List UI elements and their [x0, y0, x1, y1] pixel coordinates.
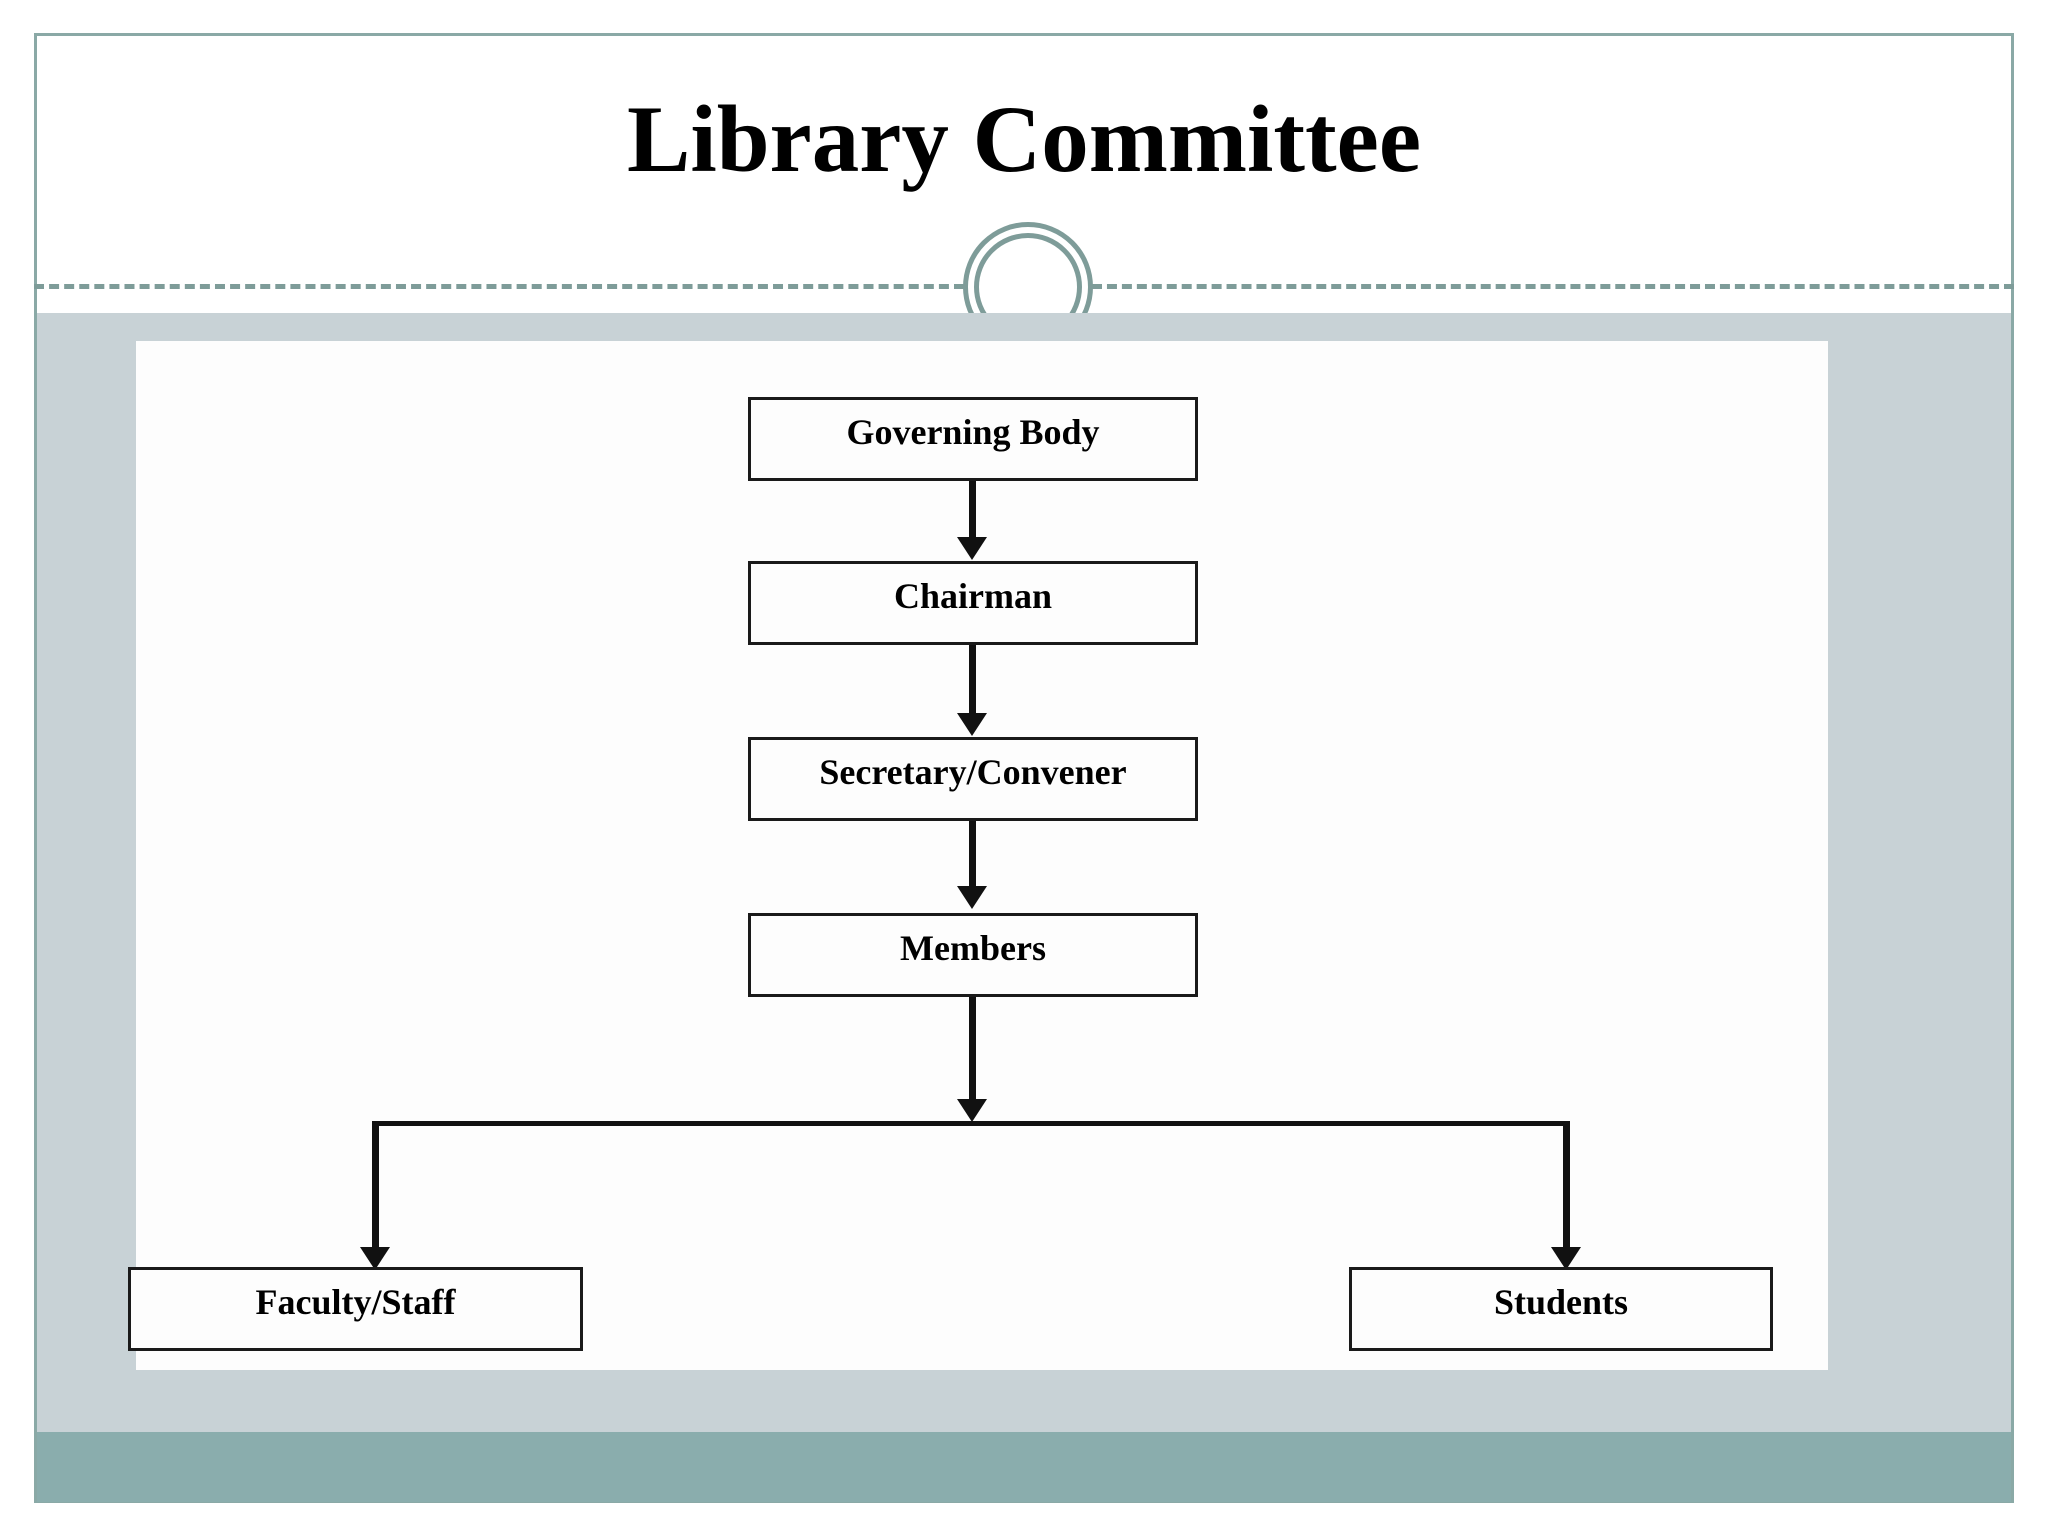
- arrow-head-to-secretary: [957, 713, 987, 736]
- arrow-head-to-chairman: [957, 537, 987, 560]
- flow-node-secretary-convener[interactable]: Secretary/Convener: [748, 737, 1198, 821]
- edge-split-to-faculty-staff: [372, 1121, 379, 1254]
- flow-node-governing-body[interactable]: Governing Body: [748, 397, 1198, 481]
- arrow-head-to-students: [1551, 1247, 1581, 1270]
- edge-chairman-to-secretary: [969, 645, 976, 718]
- edge-members-to-split: [969, 997, 976, 1109]
- dashed-divider-right: [1092, 284, 2014, 289]
- org-flowchart: Governing Body Chairman Secretary/Conven…: [128, 341, 1828, 1370]
- dashed-divider-left: [34, 284, 964, 289]
- edge-split-to-students: [1563, 1121, 1570, 1254]
- diagram-panel: Governing Body Chairman Secretary/Conven…: [128, 341, 1828, 1370]
- arrow-head-to-members: [957, 886, 987, 909]
- arrow-head-to-split-bar: [957, 1099, 987, 1122]
- flow-node-members[interactable]: Members: [748, 913, 1198, 997]
- arrow-head-to-faculty-staff: [360, 1247, 390, 1270]
- split-bar: [372, 1121, 1569, 1126]
- edge-secretary-to-members: [969, 821, 976, 891]
- page-title: Library Committee: [626, 86, 1422, 192]
- flow-node-faculty-staff[interactable]: Faculty/Staff: [128, 1267, 583, 1351]
- edge-governing-body-to-chairman: [969, 481, 976, 541]
- flow-node-chairman[interactable]: Chairman: [748, 561, 1198, 645]
- footer-band: [37, 1432, 2011, 1502]
- flow-node-students[interactable]: Students: [1349, 1267, 1773, 1351]
